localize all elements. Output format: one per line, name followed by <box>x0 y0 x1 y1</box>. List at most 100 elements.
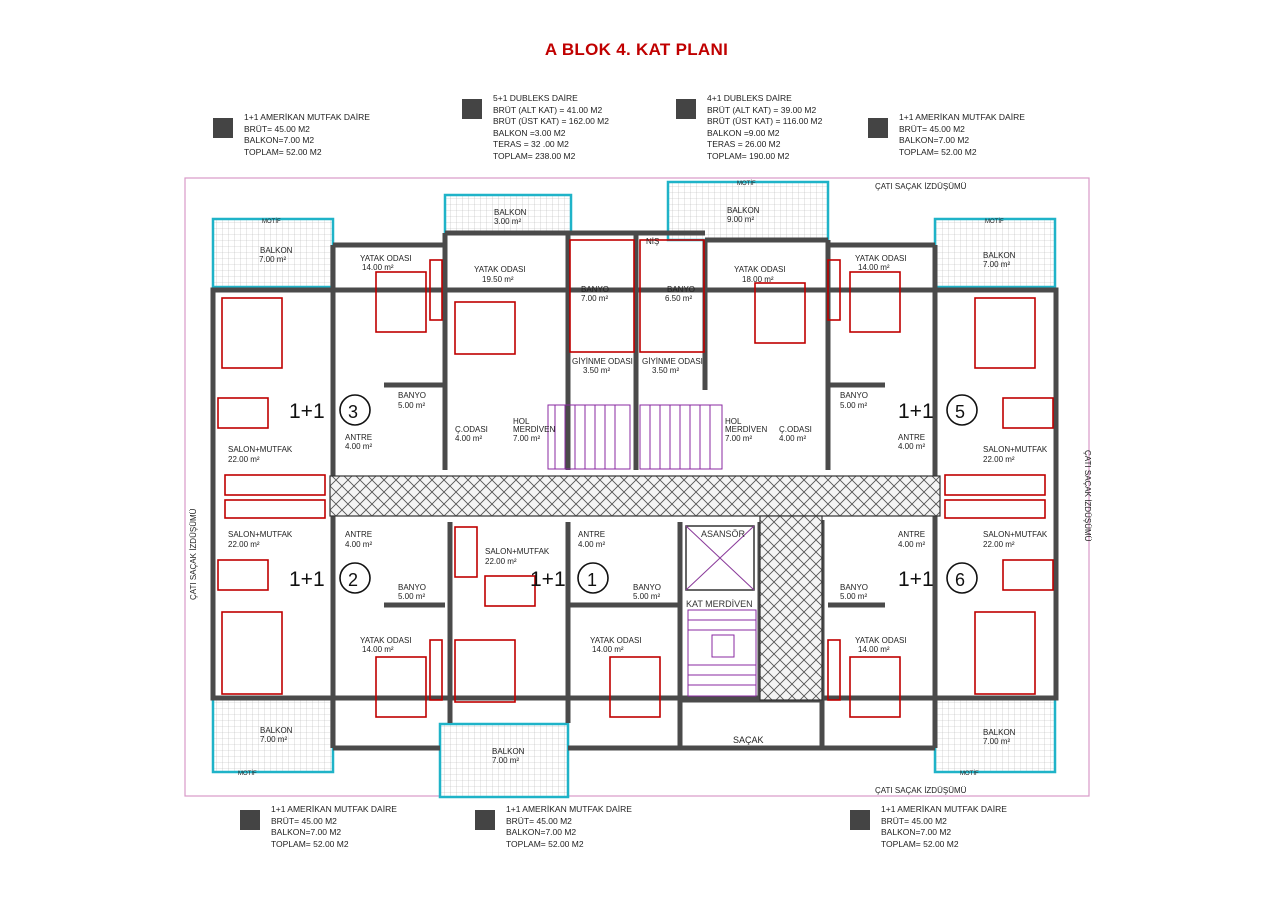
room-name: BALKON <box>260 726 293 735</box>
room-area: 5.00 m² <box>633 592 660 601</box>
balcony-top-mid2 <box>666 180 830 242</box>
room-name: BANYO <box>398 583 426 592</box>
wardrobe <box>429 639 443 701</box>
room-area: 5.00 m² <box>840 401 867 410</box>
balcony-bottom-mid <box>438 722 570 799</box>
room-name: YATAK ODASI <box>855 636 907 645</box>
legend-swatch <box>462 99 482 119</box>
legend-line: 1+1 AMERİKAN MUTFAK DAİRE <box>506 804 632 814</box>
room-area: 3.50 m² <box>652 366 679 375</box>
room-name: SALON+MUTFAK <box>485 547 550 556</box>
room-name: SALON+MUTFAK <box>228 445 293 454</box>
wardrobe <box>429 259 443 321</box>
room-name: BANYO <box>840 583 868 592</box>
room-area: 5.00 m² <box>398 592 425 601</box>
bed <box>375 656 427 718</box>
bed <box>754 282 806 344</box>
room-name: BALKON <box>260 246 293 255</box>
kitchen-counter <box>224 474 326 496</box>
roof-projection-label: ÇATI SAÇAK İZDÜŞÜMÜ <box>875 182 967 191</box>
legend-line: 5+1 DUBLEKS DAİRE <box>493 93 578 103</box>
bathroom-fixtures <box>569 239 635 353</box>
roof-projection-outline <box>184 177 1090 797</box>
kitchen-counter <box>944 499 1046 519</box>
room-name: MERDİVEN <box>725 425 767 434</box>
room-area: 22.00 m² <box>983 455 1015 464</box>
niche-label: NİŞ <box>646 237 659 246</box>
room-name: BANYO <box>667 285 695 294</box>
unit-type-label: 1+1 <box>898 400 934 423</box>
room-area: 22.00 m² <box>228 455 260 464</box>
legend-line: 4+1 DUBLEKS DAİRE <box>707 93 792 103</box>
bed <box>849 656 901 718</box>
room-name: Ç.ODASI <box>779 425 812 434</box>
room-area: 4.00 m² <box>898 442 925 451</box>
motif-label: MOTİF <box>985 218 1004 225</box>
bed <box>849 271 901 333</box>
roof-projection-label: ÇATI SAÇAK İZDÜŞÜMÜ <box>1083 450 1092 542</box>
room-area: 22.00 m² <box>228 540 260 549</box>
room-area: 5.00 m² <box>840 592 867 601</box>
balcony-bottom-right <box>933 217 1057 289</box>
dining-table <box>1002 397 1054 429</box>
room-name: YATAK ODASI <box>474 265 526 274</box>
kitchen-counter <box>944 474 1046 496</box>
legend-line: TOPLAM= 238.00 M2 <box>493 150 576 161</box>
room-name: BANYO <box>398 391 426 400</box>
room-name: YATAK ODASI <box>360 254 412 263</box>
motif-label: MOTİF <box>960 770 979 777</box>
room-area: 9.00 m² <box>727 215 754 224</box>
room-name: BANYO <box>633 583 661 592</box>
furniture <box>217 239 1054 718</box>
legend-line: TERAS = 32 .00 M2 <box>493 139 569 150</box>
room-area: 7.00 m² <box>513 434 540 443</box>
room-area: 7.00 m² <box>260 735 287 744</box>
room-area: 18.00 m² <box>742 275 774 284</box>
unit-type-label: 1+1 <box>289 568 325 591</box>
unit-type-label: 1+1 <box>530 568 566 591</box>
room-name: YATAK ODASI <box>855 254 907 263</box>
unit-labels: 1+1 3 1+1 2 1+1 1 1+1 5 1+1 6 <box>289 400 965 591</box>
room-name: GİYİNME ODASI <box>642 357 703 366</box>
room-name: MERDİVEN <box>513 425 555 434</box>
legend-swatch <box>240 810 260 830</box>
room-name: BALKON <box>494 208 527 217</box>
legend-line: TOPLAM= 52.00 M2 <box>899 146 977 157</box>
room-name: ANTRE <box>345 433 372 442</box>
room-area: 7.00 m² <box>983 260 1010 269</box>
room-area: 14.00 m² <box>858 263 890 272</box>
legend-line: BRÜT= 45.00 M2 <box>271 815 337 826</box>
room-area: 14.00 m² <box>858 645 890 654</box>
wardrobe <box>827 639 841 701</box>
room-name: HOL <box>725 417 742 426</box>
legend-line: TERAS = 26.00 M2 <box>707 139 781 150</box>
room-name: BALKON <box>983 728 1016 737</box>
corridor <box>329 475 941 701</box>
room-area: 4.00 m² <box>455 434 482 443</box>
room-name: BALKON <box>983 251 1016 260</box>
room-name: ANTRE <box>578 530 605 539</box>
legend-line: TOPLAM= 52.00 M2 <box>506 838 584 849</box>
legend-swatch <box>868 118 888 138</box>
legend-line: 1+1 AMERİKAN MUTFAK DAİRE <box>271 804 397 814</box>
room-name: SALON+MUTFAK <box>983 530 1048 539</box>
balcony-bottom-left <box>211 697 335 774</box>
legend-swatch <box>850 810 870 830</box>
unit-number: 6 <box>955 570 965 590</box>
room-name: HOL <box>513 417 530 426</box>
room-name: BANYO <box>581 285 609 294</box>
room-area: 6.50 m² <box>665 294 692 303</box>
room-area: 14.00 m² <box>362 263 394 272</box>
legend-line: BRÜT (ÜST KAT) = 162.00 M2 <box>493 116 609 127</box>
legend-line: BALKON=7.00 M2 <box>899 135 970 146</box>
legend-line: BRÜT= 45.00 M2 <box>506 815 572 826</box>
legend-line: 1+1 AMERİKAN MUTFAK DAİRE <box>899 112 1025 122</box>
bed <box>454 301 516 355</box>
legend-line: BRÜT= 45.00 M2 <box>881 815 947 826</box>
room-area: 7.00 m² <box>492 756 519 765</box>
unit-number: 2 <box>348 570 358 590</box>
kitchen-counter <box>454 526 478 578</box>
unit-number: 5 <box>955 402 965 422</box>
unit-number: 3 <box>348 402 358 422</box>
